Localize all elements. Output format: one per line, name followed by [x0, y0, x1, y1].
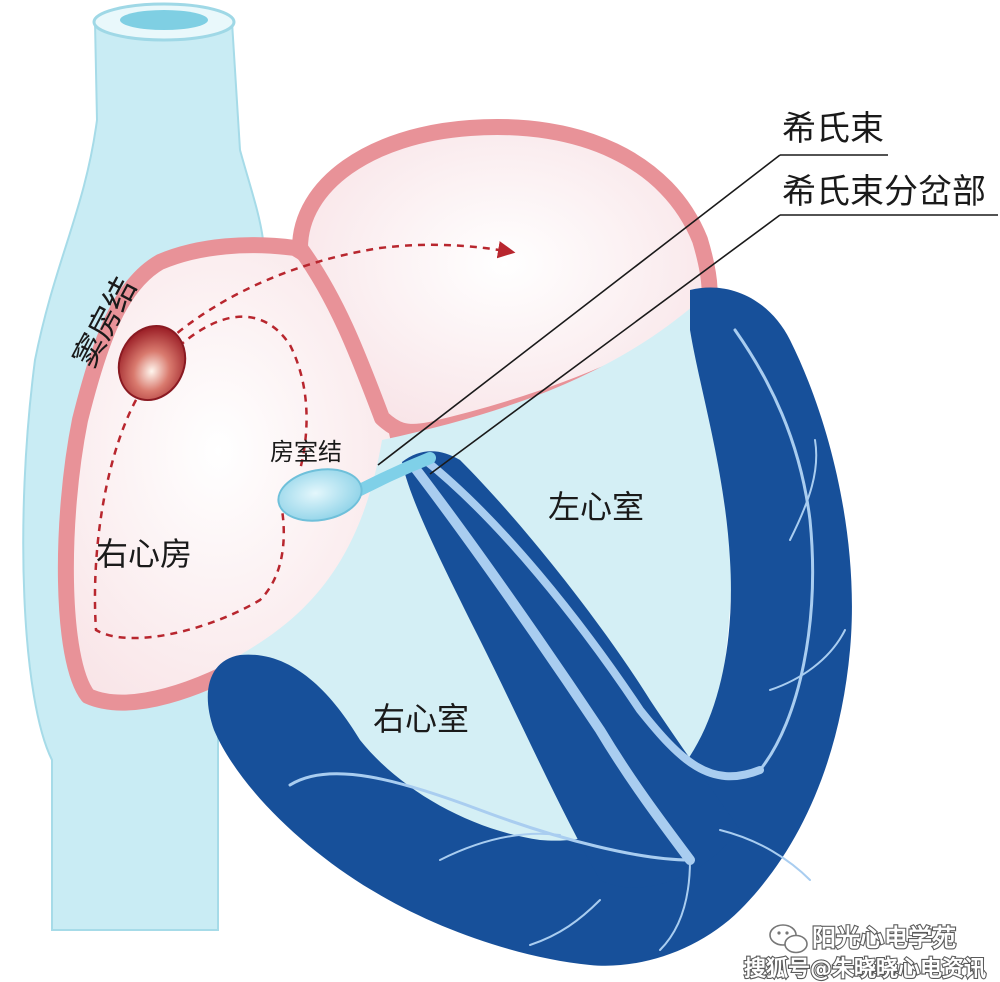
conduction-pathway	[93, 241, 516, 640]
label-right-ventricle: 右心室	[373, 700, 469, 738]
label-his-bundle: 希氏束	[782, 109, 884, 149]
watermark: 阳光心电学苑 搜狐号@朱晓晓心电资讯	[743, 923, 987, 982]
label-right-atrium: 右心房	[96, 535, 192, 573]
right-bundle-branch	[421, 456, 764, 781]
leader-his-branch	[429, 214, 781, 475]
vessel-lumen	[120, 10, 208, 30]
left-bundle-branch	[410, 463, 695, 865]
internodal-pathway-lower	[93, 377, 286, 640]
purkinje-fiber-4	[288, 772, 692, 862]
label-left-ventricle: 左心室	[548, 488, 644, 526]
label-av-node: 房室结	[270, 438, 342, 466]
av-node	[277, 468, 363, 522]
purkinje-fiber-3	[769, 629, 846, 691]
internodal-pathway-upper	[159, 315, 308, 471]
sa-node	[117, 325, 187, 401]
leader-lines	[377, 154, 998, 475]
leader-his-bundle	[377, 154, 781, 466]
purkinje-fiber-6	[659, 859, 691, 951]
wechat-logo-icon	[769, 924, 808, 954]
watermark-brand: 阳光心电学苑	[812, 924, 956, 952]
purkinje-fiber-2	[789, 439, 818, 541]
watermark-source: 搜狐号@朱晓晓心电资讯	[744, 956, 986, 982]
purkinje-fiber-7	[719, 829, 811, 881]
label-his-branch: 希氏束分岔部	[782, 172, 986, 212]
his-purkinje-system	[288, 328, 846, 951]
purkinje-fiber-1	[733, 328, 815, 772]
purkinje-fiber-5	[439, 832, 561, 861]
purkinje-fiber-8	[529, 899, 601, 946]
